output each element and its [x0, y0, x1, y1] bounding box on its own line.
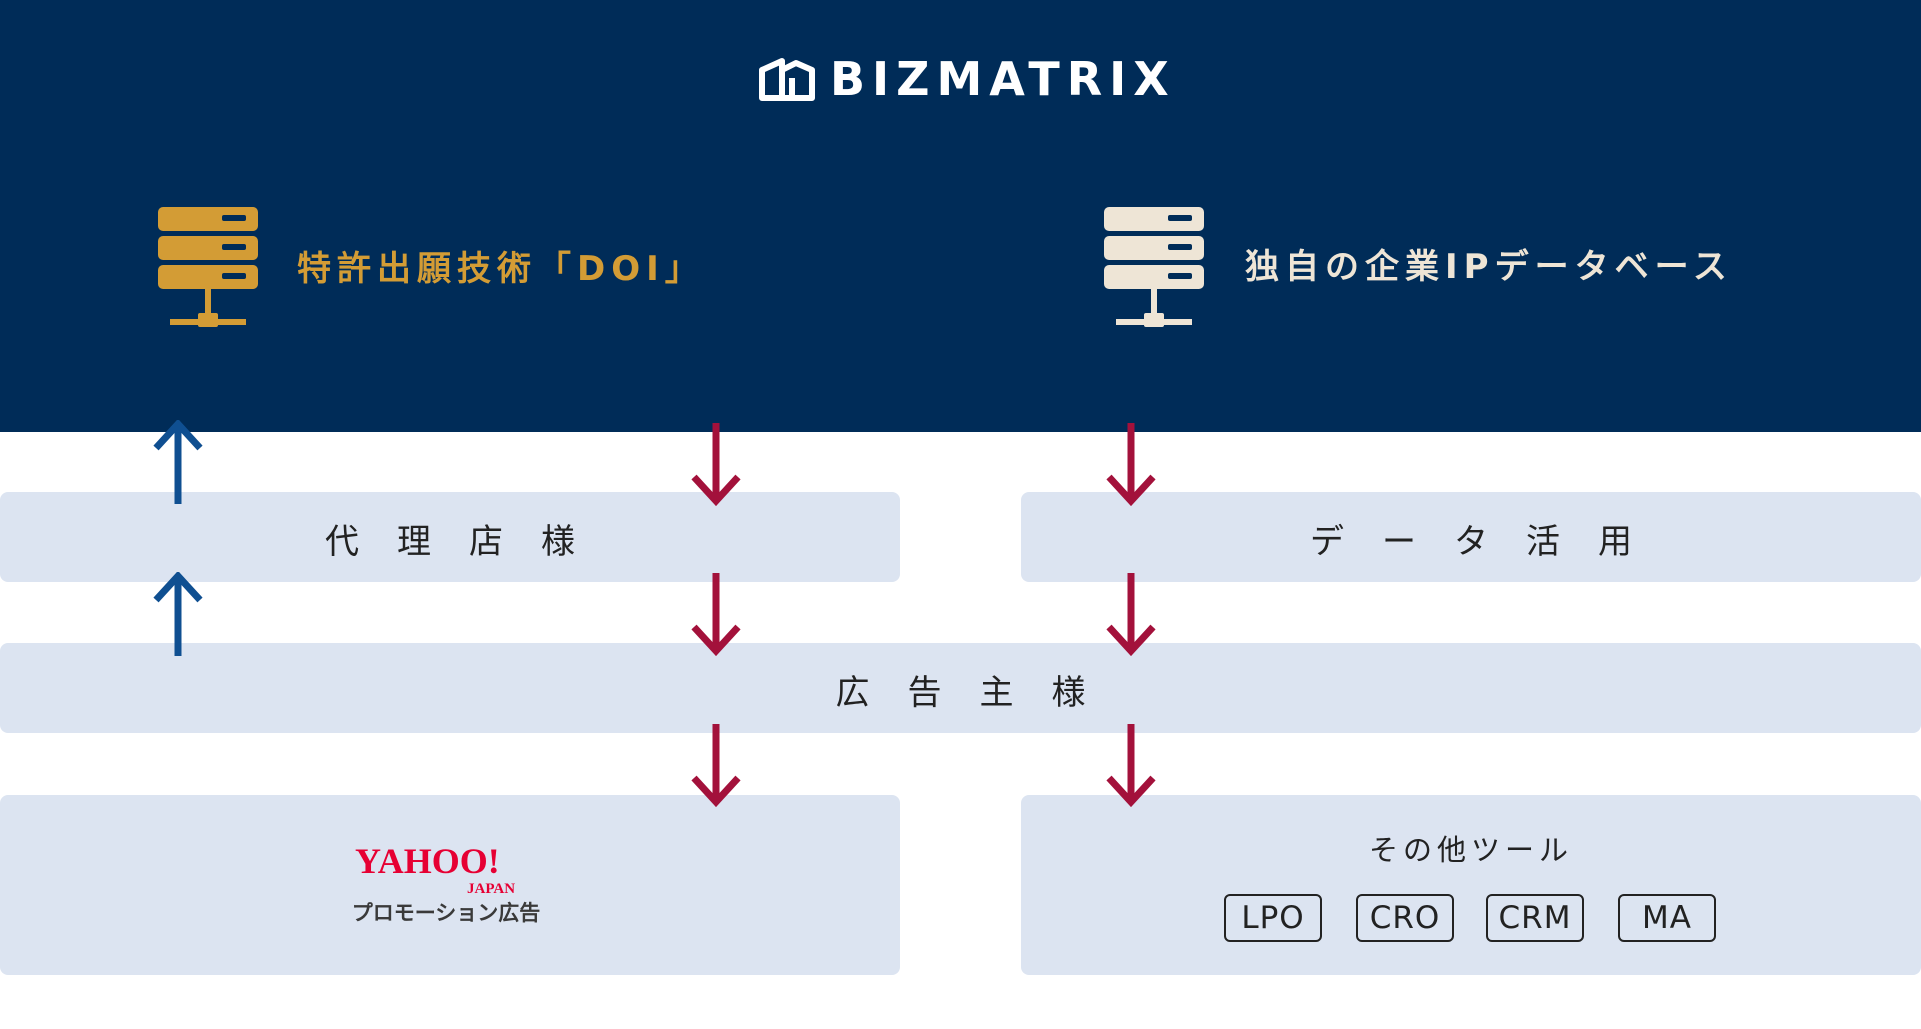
brand-logo: BIZMATRIX [758, 54, 1176, 104]
data-use-box: データ活用 [1021, 492, 1921, 582]
arrow-up-icon [153, 572, 203, 656]
server-icon [158, 207, 258, 327]
arrow-up-icon [153, 420, 203, 504]
agency-label: 代理店様 [325, 522, 613, 562]
brand-name: BIZMATRIX [830, 52, 1176, 106]
source-right-label: 独自の企業IPデータベース [1245, 247, 1733, 287]
arrow-down-icon [691, 423, 741, 507]
yahoo-box [0, 795, 900, 975]
tool-chip-crm: CRM [1486, 894, 1584, 942]
arrow-down-icon [1106, 724, 1156, 808]
source-left-label: 特許出願技術「DOI」 [297, 249, 705, 289]
advertiser-label: 広告主様 [835, 673, 1124, 713]
header-panel: BIZMATRIX 特許出願技術「DOI」 [0, 0, 1921, 432]
arrow-down-icon [691, 724, 741, 808]
arrow-down-icon [1106, 423, 1156, 507]
bizmatrix-logo-icon [759, 58, 815, 101]
tools-box: その他ツール LPO CRO CRM MA [1021, 795, 1921, 975]
yahoo-logo-subtext: JAPAN [467, 881, 515, 895]
tool-chip-lpo: LPO [1224, 894, 1322, 942]
yahoo-caption: プロモーション広告 [351, 901, 541, 925]
tool-chip-ma: MA [1618, 894, 1716, 942]
agency-box: 代理店様 [0, 492, 900, 582]
data-use-label: データ活用 [1310, 522, 1670, 562]
server-icon [1104, 207, 1204, 327]
advertiser-box: 広告主様 [0, 643, 1921, 733]
tools-title: その他ツール [1368, 833, 1573, 867]
tool-chip-cro: CRO [1356, 894, 1454, 942]
yahoo-japan-logo: YAHOO! JAPAN [355, 843, 515, 895]
arrow-down-icon [691, 573, 741, 657]
yahoo-logo-text: YAHOO! [355, 843, 500, 881]
arrow-down-icon [1106, 573, 1156, 657]
